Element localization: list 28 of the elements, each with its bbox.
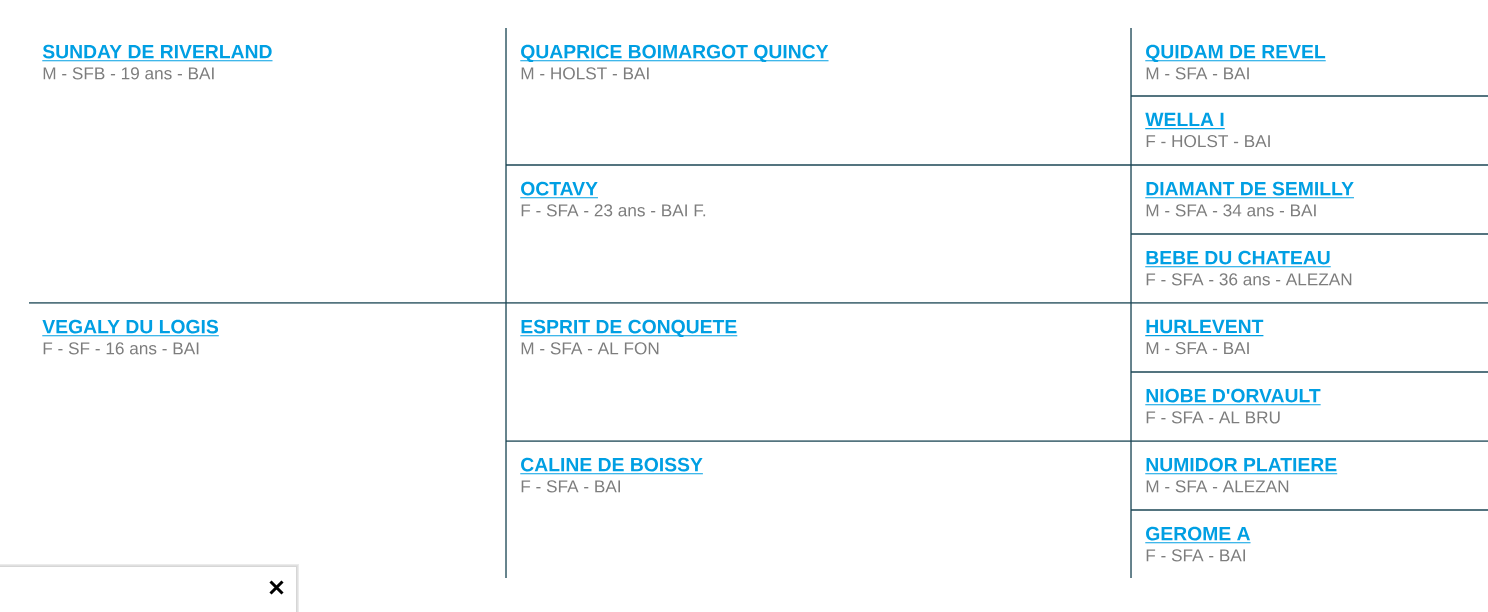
horse-details: F - SF - 16 ans - BAI bbox=[43, 342, 199, 355]
horse-name-link: NUMIDOR PLATIERE bbox=[1144, 457, 1338, 475]
horse-details: M - SFA - BAI bbox=[1146, 342, 1249, 355]
horse-name-link: QUIDAM DE REVEL bbox=[1144, 44, 1327, 63]
horse-name-link: SUNDAY DE RIVERLAND bbox=[41, 44, 274, 62]
horse-details: M - SFA - BAI bbox=[1146, 67, 1249, 80]
horse-name-link: DIAMANT DE SEMILLY bbox=[1144, 181, 1355, 199]
horse-details: M - SFA - 34 ans - BAI bbox=[1146, 204, 1316, 217]
horse-details: F - SFA - 36 ans - ALEZAN bbox=[1146, 273, 1352, 286]
horse-name-link: NIOBE D'ORVAULT bbox=[1144, 388, 1322, 406]
horse-details: F - SFA - BAI bbox=[521, 480, 620, 493]
horse-details: M - SFB - 19 ans - BAI bbox=[43, 67, 214, 80]
horse-details: M - SFA - ALEZAN bbox=[1146, 480, 1289, 493]
horse-name-link: OCTAVY bbox=[519, 181, 599, 199]
horse-details: F - SFA - AL BRU bbox=[1146, 411, 1280, 424]
horse-details: F - HOLST - BAI bbox=[1146, 135, 1270, 148]
horse-name-link: QUAPRICE BOIMARGOT QUINCY bbox=[519, 44, 830, 63]
horse-details: F - SFA - BAI bbox=[1146, 549, 1245, 562]
horse-details: M - SFA - AL FON bbox=[521, 342, 659, 355]
horse-details: F - SFA - 23 ans - BAI F. bbox=[521, 204, 706, 217]
horse-name-link: CALINE DE BOISSY bbox=[519, 457, 704, 475]
horse-name-link: ESPRIT DE CONQUETE bbox=[519, 319, 738, 338]
horse-name-link: GEROME A bbox=[1144, 526, 1252, 544]
horse-details: M - HOLST - BAI bbox=[521, 67, 649, 80]
horse-name-link: VEGALY DU LOGIS bbox=[41, 319, 220, 337]
horse-name-link: WELLA I bbox=[1144, 112, 1226, 130]
horse-name-link: HURLEVENT bbox=[1144, 319, 1265, 337]
horse-name-link: BEBE DU CHATEAU bbox=[1144, 250, 1332, 268]
